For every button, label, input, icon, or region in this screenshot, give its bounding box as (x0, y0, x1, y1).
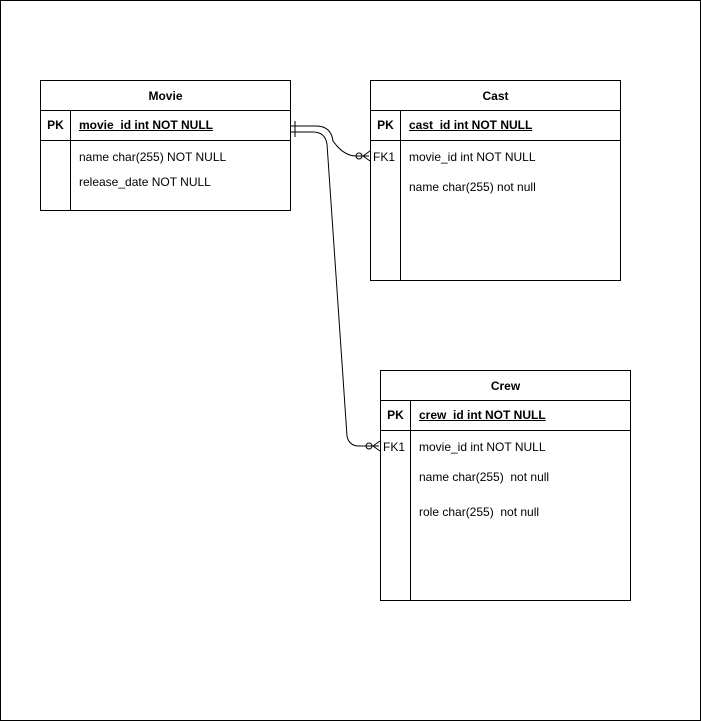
crew-field-role: role char(255) not null (419, 505, 540, 519)
crew-field-movie-id: movie_id int NOT NULL (419, 440, 546, 454)
movie-entity[interactable]: Movie PK movie_id int NOT NULL name char… (40, 80, 291, 211)
cast-fk-label: FK1 (373, 150, 396, 164)
crew-pk-label: PK (381, 401, 411, 430)
crowfoot-cast-bottom (362, 155, 371, 162)
edge-movie-crew (290, 131, 379, 447)
cast-pk-field: cast_id int NOT NULL (409, 118, 533, 132)
crowfoot-cast-top (362, 150, 371, 157)
crew-entity-title: Crew (381, 371, 630, 401)
crowfoot-crew-top (372, 440, 381, 447)
movie-field-name: name char(255) NOT NULL (79, 150, 227, 164)
crew-pk-row: PK crew_id int NOT NULL (381, 401, 630, 431)
crew-key-column-divider (410, 431, 411, 600)
edge-movie-cast (290, 125, 369, 157)
movie-entity-title: Movie (41, 81, 290, 111)
crew-entity[interactable]: Crew PK crew_id int NOT NULL FK1 movie_i… (380, 370, 631, 601)
cast-entity-title: Cast (371, 81, 620, 111)
crew-field-name: name char(255) not null (419, 470, 550, 484)
movie-pk-field: movie_id int NOT NULL (79, 118, 214, 132)
cast-key-column-divider (400, 141, 401, 280)
crew-pk-field: crew_id int NOT NULL (419, 408, 546, 422)
crowfoot-crew-bottom (372, 445, 381, 452)
cast-field-movie-id: movie_id int NOT NULL (409, 150, 536, 164)
movie-key-column-divider (70, 141, 71, 210)
zero-marker-cast (355, 152, 363, 160)
movie-pk-label: PK (41, 111, 71, 140)
crew-fk-label: FK1 (383, 440, 406, 454)
movie-field-release-date: release_date NOT NULL (79, 175, 211, 189)
cast-pk-label: PK (371, 111, 401, 140)
cast-entity[interactable]: Cast PK cast_id int NOT NULL FK1 movie_i… (370, 80, 621, 281)
cast-field-name: name char(255) not null (409, 180, 536, 194)
zero-marker-crew (365, 442, 373, 450)
movie-pk-row: PK movie_id int NOT NULL (41, 111, 290, 141)
cast-pk-row: PK cast_id int NOT NULL (371, 111, 620, 141)
